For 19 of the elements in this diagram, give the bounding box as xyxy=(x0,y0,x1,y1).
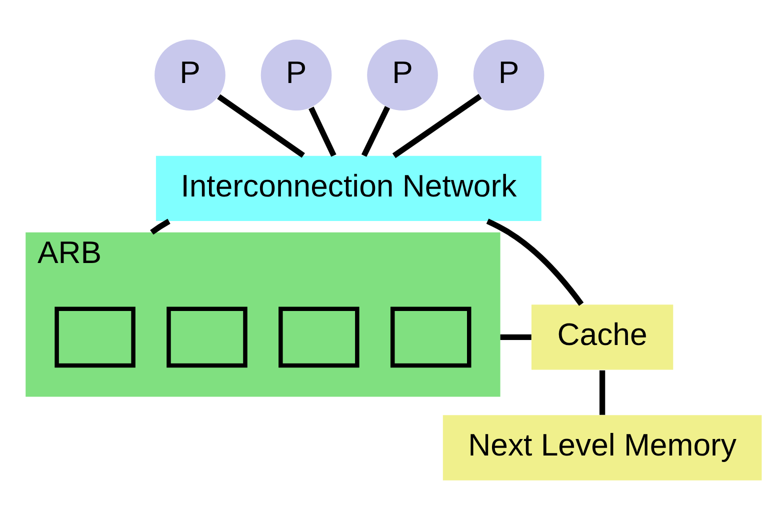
node-box xyxy=(54,306,136,368)
connector xyxy=(308,106,336,156)
node-box: Cache xyxy=(531,304,674,370)
connector xyxy=(599,370,606,414)
node-box: Interconnection Network xyxy=(156,155,542,221)
connector xyxy=(150,218,170,234)
node-circle: P xyxy=(473,39,544,110)
node-circle: P xyxy=(260,39,332,110)
connector xyxy=(217,94,305,158)
connector xyxy=(500,334,532,340)
node-box: Next Level Memory xyxy=(442,414,762,480)
node-box xyxy=(278,306,360,368)
connector xyxy=(361,106,390,156)
connector xyxy=(392,93,482,158)
node-box xyxy=(390,306,472,368)
node-box xyxy=(166,306,248,368)
node-circle: P xyxy=(154,39,226,110)
cluster: ARB xyxy=(26,232,500,396)
node-circle: P xyxy=(367,39,438,110)
